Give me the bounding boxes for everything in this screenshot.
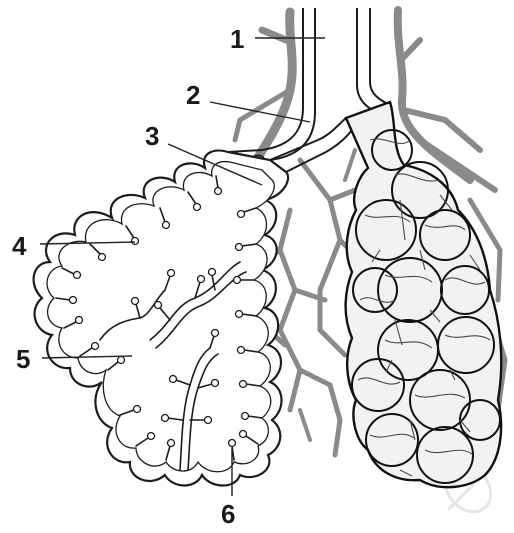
- label-5: 5: [16, 344, 30, 374]
- leader-line-2: [210, 102, 310, 122]
- alveolar-sac-section: [34, 151, 288, 486]
- label-2: 2: [186, 80, 200, 110]
- label-3: 3: [145, 121, 159, 151]
- label-1: 1: [230, 24, 244, 54]
- alveolar-sac-exterior: [346, 102, 502, 487]
- label-4: 4: [12, 231, 27, 261]
- alveolar-duct-right: [357, 8, 388, 112]
- label-6: 6: [221, 499, 235, 529]
